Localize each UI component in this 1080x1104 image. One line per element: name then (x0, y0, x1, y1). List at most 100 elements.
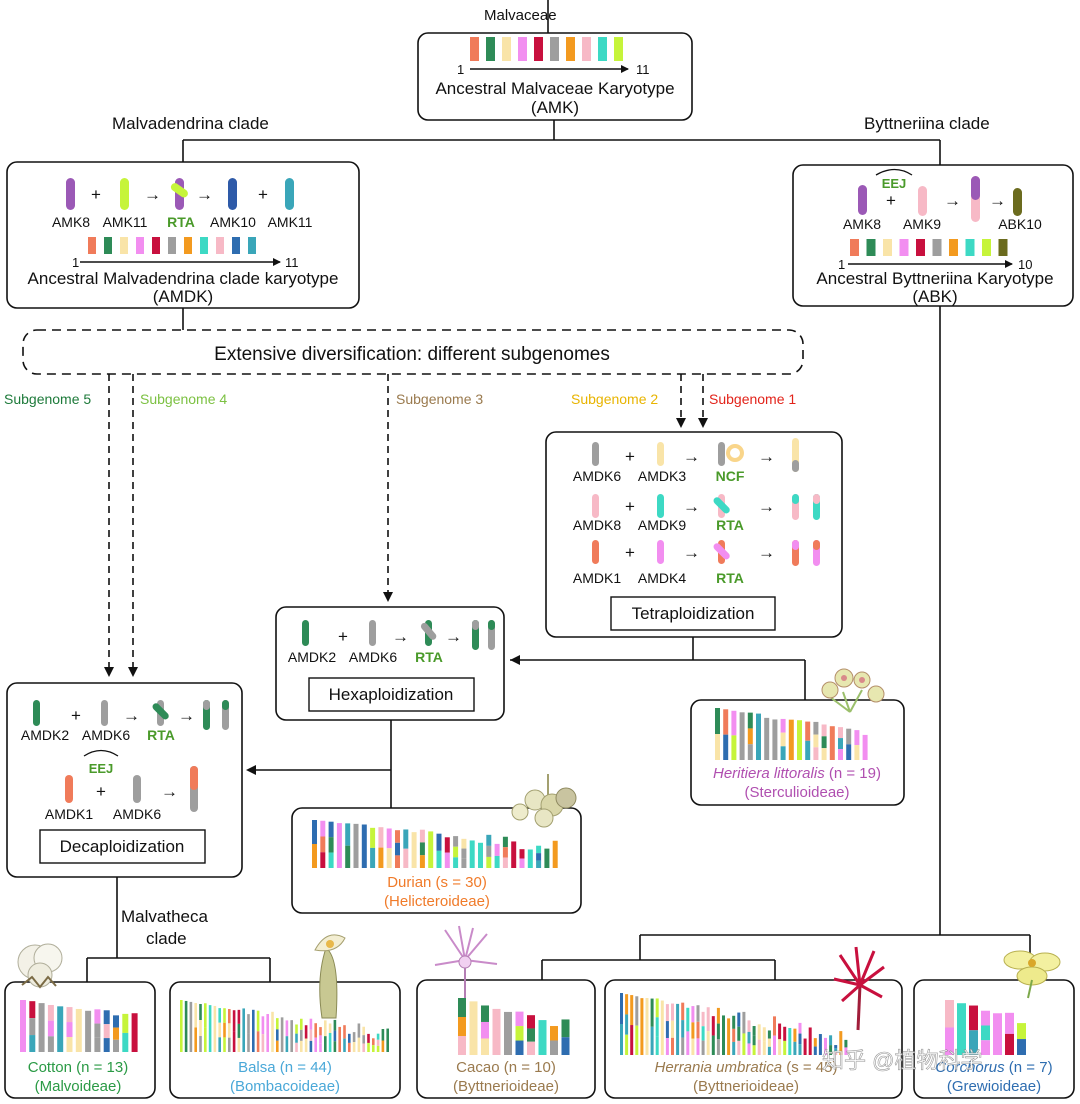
heritiera-chromosome (756, 713, 761, 760)
balsa-chromosome (319, 1035, 322, 1044)
balsa-chromosome (319, 1027, 322, 1036)
amk-karyotype (470, 37, 623, 61)
herrania-chromosome (732, 1015, 736, 1029)
durian-chromosome (511, 841, 517, 868)
herrania-chromosome (773, 1016, 776, 1036)
balsa-chromosome (295, 1024, 298, 1034)
corchorus-chromosome (981, 1010, 990, 1026)
abk-chromosome (932, 239, 942, 256)
balsa-chromosome (357, 1037, 361, 1052)
herrania-chromosome (742, 1033, 746, 1055)
herrania-chromosome (767, 1038, 771, 1047)
durian-chromosome (320, 852, 326, 868)
subgenome-5: Subgenome 5 (4, 391, 91, 407)
heritiera-chromosome (805, 721, 811, 741)
hexaploid-title: Hexaploidization (329, 685, 454, 704)
tree-lines (86, 0, 1031, 982)
herrania-chromosome (711, 1035, 715, 1055)
balsa-chromosome (213, 1005, 217, 1052)
hexa-a: AMDK2 (288, 649, 336, 665)
heritiera-chromosome (723, 734, 729, 760)
amdk-chromosome (104, 237, 112, 254)
herrania-chromosome (681, 1020, 685, 1038)
cotton-chromosome (29, 1035, 36, 1052)
balsa-flower-icon (314, 934, 346, 1019)
herrania-chromosome (686, 1007, 690, 1032)
herrania-chromosome (665, 1038, 669, 1055)
deca-r2-a: AMDK1 (45, 806, 93, 822)
herrania-chromosome (625, 994, 629, 1015)
balsa-chromosome (223, 1037, 226, 1052)
balsa-chromosome (362, 1035, 365, 1044)
balsa-chromosome (232, 1031, 236, 1052)
heritiera-chromosome (788, 719, 794, 760)
herrania-chromosome (691, 1022, 695, 1039)
herrania-chromosome (691, 1038, 695, 1055)
tetraploid-events: + → → AMDK6 AMDK3 NCF + → → AMDK8 AMDK9 … (573, 438, 820, 586)
balsa-chromosome (276, 1029, 279, 1041)
cacao-chromosome (561, 1037, 570, 1055)
balsa-chromosome (328, 1032, 332, 1043)
heritiera-chromosome (838, 727, 843, 739)
heritiera-chromosome (821, 736, 827, 749)
corchorus-flower-icon (1003, 950, 1061, 999)
cotton-chromosome (38, 1003, 45, 1052)
balsa-chromosome (372, 1045, 375, 1052)
cotton-chromosome (113, 1039, 119, 1052)
amk-chromosome (486, 37, 495, 61)
heritiera-chromosome (715, 708, 720, 734)
svg-text:→: → (196, 185, 213, 204)
durian-chromosome (502, 847, 508, 858)
herrania-chromosome (834, 1045, 838, 1049)
balsa-chromosome (376, 1033, 380, 1040)
durian-chromosome (461, 858, 467, 868)
herrania-chromosome (706, 1007, 710, 1032)
cacao-chromosome (469, 1001, 478, 1055)
herrania-chromosome (818, 1034, 822, 1055)
herrania-chromosome (747, 1043, 751, 1055)
svg-text:→: → (683, 497, 700, 516)
balsa-chromosome (252, 1009, 255, 1052)
heritiera-chromosome (764, 717, 770, 760)
heritiera-chromosome (723, 709, 729, 735)
herrania-chromosome (803, 1038, 807, 1055)
heritiera-chromosome (805, 740, 811, 760)
cacao-sub: (Byttnerioideae) (453, 1078, 559, 1095)
herrania-chromosome (839, 1031, 843, 1055)
balsa-chromosome (295, 1042, 298, 1052)
watermark: 知乎 @植物科学 (822, 1048, 982, 1073)
herrania-chromosome (620, 993, 623, 1024)
durian-chromosome (403, 829, 409, 849)
herrania-chromosome (793, 1028, 797, 1042)
balsa-chromosome (376, 1045, 380, 1052)
heritiera-chromosome (854, 730, 860, 746)
herrania-chromosome (696, 1038, 700, 1055)
herrania-chromosome (635, 1025, 639, 1055)
balsa-chromosome (228, 1023, 231, 1038)
heritiera-chromosome (780, 746, 786, 760)
amk-chromosome (566, 37, 575, 61)
herrania-chromosome (773, 1035, 776, 1055)
balsa-chromosome (223, 1008, 226, 1023)
balsa-chromosome (199, 1020, 202, 1037)
herrania-chromosome (824, 1046, 827, 1055)
amdk-karyotype (88, 237, 256, 254)
herrania-chromosome (737, 1012, 741, 1027)
abk-chromosome (850, 239, 859, 256)
durian-chromosome (419, 842, 425, 856)
cotton-chromosome (57, 1006, 64, 1052)
root-label: Malvaceae (484, 7, 557, 24)
balsa-chromosome (367, 1042, 370, 1052)
clade-malvatheca-1: Malvatheca (121, 907, 208, 926)
abk-label-3: ABK10 (998, 216, 1042, 232)
cacao-label: Cacao (n = 10) (456, 1059, 556, 1076)
durian-chromosome (502, 857, 508, 868)
herrania-chromosome (813, 1038, 817, 1047)
herrania-chromosome (747, 1020, 751, 1032)
heritiera-chromosome (821, 724, 827, 737)
balsa-chromosome (194, 1027, 197, 1052)
svg-text:→: → (123, 706, 140, 725)
amdk-label-5: AMK11 (268, 214, 313, 230)
herrania-chromosome (732, 1028, 736, 1042)
